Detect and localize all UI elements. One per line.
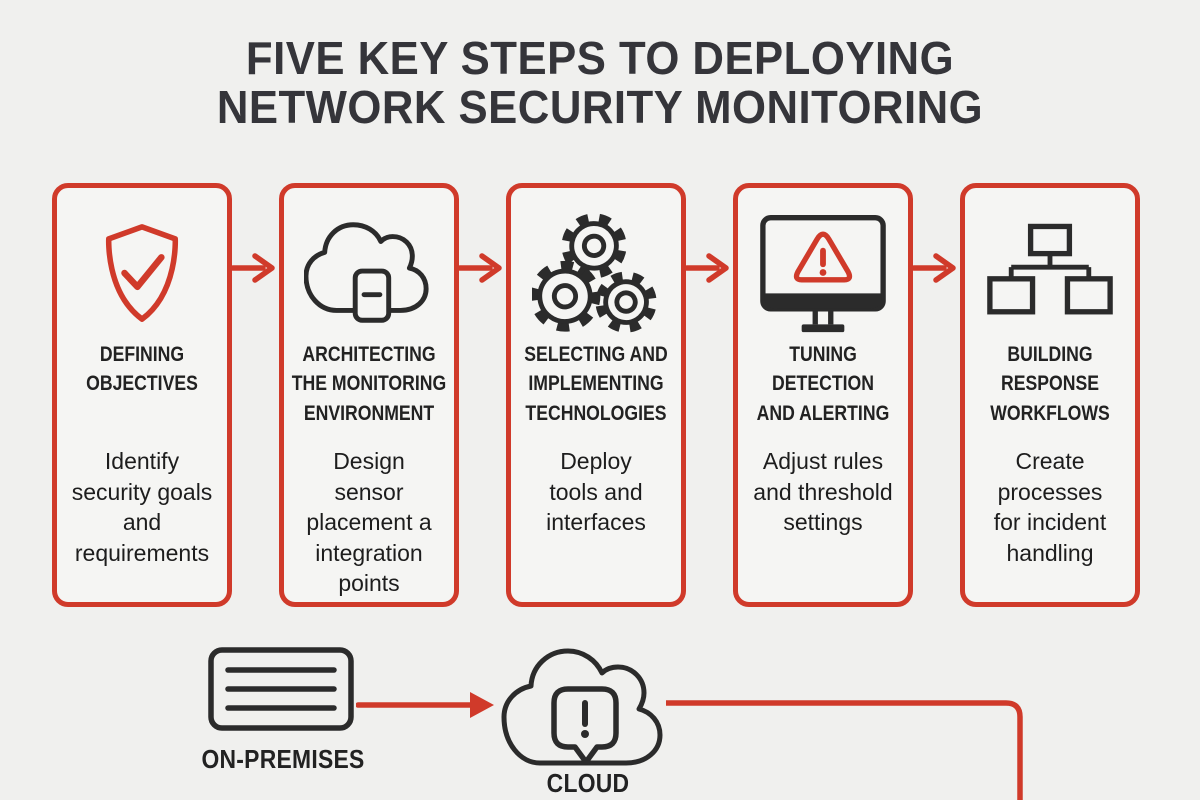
step-title: TUNING DETECTION AND ALERTING (756, 343, 890, 425)
monitor-alert-icon (750, 206, 896, 340)
step-description: Identify security goals and requirements (71, 448, 213, 566)
workflow-hierarchy-icon (977, 206, 1123, 340)
cloud-alert-icon (498, 645, 670, 774)
step-description: Deploy tools and interfaces (546, 448, 646, 536)
flow-arrow-icon (230, 248, 278, 288)
shield-check-icon (69, 206, 215, 340)
step-title: ARCHITECTING THE MONITORING ENVIRONMENT (291, 343, 447, 425)
flow-arrow-icon (684, 248, 732, 288)
on-premises-label: ON-PREMISES (201, 744, 365, 774)
step-title: BUILDING RESPONSE WORKFLOWS (990, 343, 1110, 425)
flow-arrow-icon (355, 687, 498, 728)
step-card-tuning-detection: TUNING DETECTION AND ALERTING Adjust rul… (733, 183, 913, 607)
step-card-building-workflows: BUILDING RESPONSE WORKFLOWS Create proce… (960, 183, 1140, 607)
gears-icon (523, 206, 669, 340)
step-description: Adjust rules and threshold settings (753, 448, 893, 536)
step-card-selecting-technologies: SELECTING AND IMPLEMENTING TECHNOLOGIES … (506, 183, 686, 607)
flow-arrow-icon (457, 248, 505, 288)
step-title: DEFINING OBJECTIVES (86, 343, 198, 396)
step-description: Create processes for incident handling (993, 448, 1107, 566)
page-title: FIVE KEY STEPS TO DEPLOYING NETWORK SECU… (216, 32, 984, 134)
step-card-architecting-environment: ARCHITECTING THE MONITORING ENVIRONMENT … (279, 183, 459, 607)
cloud-server-icon (296, 206, 442, 340)
flow-arrow-icon (911, 248, 959, 288)
step-description: Design sensor placement a integration po… (306, 448, 432, 597)
cloud-label: CLOUD (546, 768, 630, 798)
cloud-connector-line (652, 686, 1032, 800)
server-icon (208, 647, 354, 736)
step-card-defining-objectives: DEFINING OBJECTIVES Identify security go… (52, 183, 232, 607)
step-title: SELECTING AND IMPLEMENTING TECHNOLOGIES (524, 343, 668, 425)
steps-row: DEFINING OBJECTIVES Identify security go… (52, 183, 1140, 607)
